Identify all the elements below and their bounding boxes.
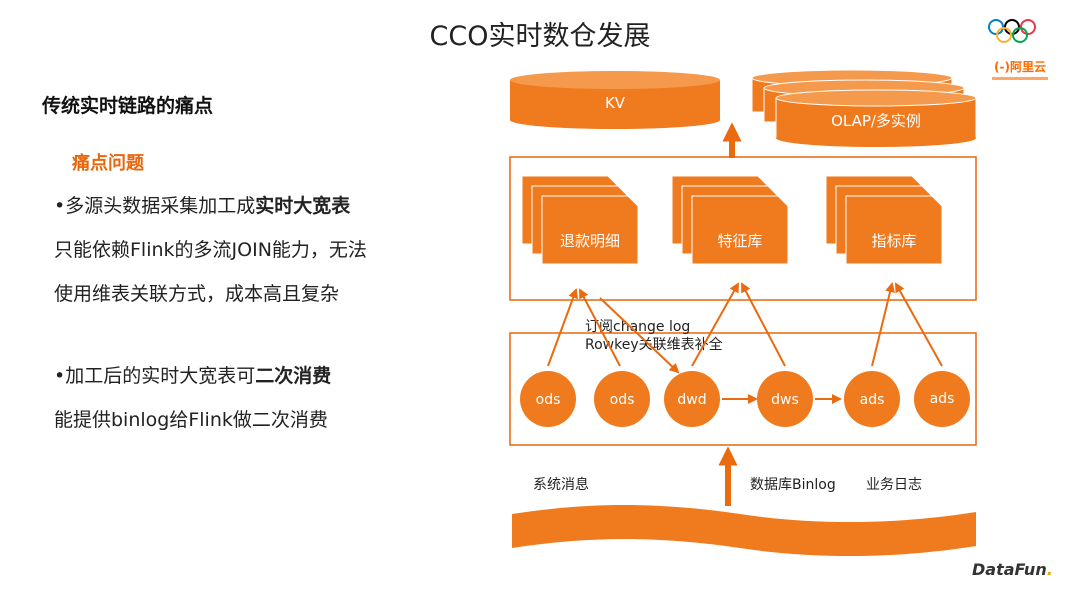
olap-cylinders bbox=[751, 69, 977, 147]
store-label-refund: 退款明细 bbox=[560, 232, 620, 250]
node-label: dws bbox=[771, 392, 799, 408]
flow-arrows bbox=[547, 282, 943, 404]
node-label: ods bbox=[536, 392, 561, 408]
section-heading: 传统实时链路的痛点 bbox=[42, 95, 214, 117]
store-label-feature: 特征库 bbox=[717, 232, 762, 250]
bullet-wide-table: •多源头数据采集加工成实时大宽表 只能依赖Flink的多流JOIN能力，无法 使… bbox=[54, 184, 367, 316]
annotation-line-1: 订阅change log bbox=[585, 319, 690, 335]
source-label-system-messages: 系统消息 bbox=[533, 476, 589, 493]
datafun-wordmark: DataFun bbox=[972, 560, 1047, 579]
source-label-db-binlog: 数据库Binlog bbox=[750, 477, 836, 493]
kv-label: KV bbox=[605, 94, 626, 112]
bullet-line: 能提供binlog给Flink做二次消费 bbox=[54, 409, 328, 431]
metric-store-stack bbox=[825, 175, 943, 265]
pain-points-title: 痛点问题 bbox=[72, 153, 144, 174]
pipeline-nodes bbox=[520, 371, 970, 427]
feature-store-stack bbox=[671, 175, 789, 265]
node-label: ads bbox=[930, 391, 955, 407]
bullet-line: 只能依赖Flink的多流JOIN能力，无法 bbox=[54, 239, 367, 261]
node-label: ads bbox=[860, 392, 885, 408]
datafun-dot: . bbox=[1046, 560, 1053, 579]
refund-detail-stack bbox=[521, 175, 639, 265]
bullet-prefix: •加工后的实时大宽表可 bbox=[54, 365, 256, 387]
bullet-prefix: •多源头数据采集加工成 bbox=[54, 195, 256, 217]
node-label: dwd bbox=[677, 392, 706, 408]
bullet-bold: 二次消费 bbox=[255, 365, 332, 387]
kv-cylinder bbox=[510, 71, 720, 129]
annotation-line-2: Rowkey关联维表补全 bbox=[585, 336, 723, 353]
node-label: ods bbox=[610, 392, 635, 408]
source-label-business-logs: 业务日志 bbox=[866, 477, 922, 493]
datafun-logo: DataFun. bbox=[972, 560, 1053, 579]
bullet-bold: 实时大宽表 bbox=[255, 195, 351, 217]
bullet-line: 使用维表关联方式，成本高且复杂 bbox=[54, 283, 340, 305]
alibaba-cloud-brand: (-)阿里云 bbox=[994, 60, 1046, 74]
store-label-metric: 指标库 bbox=[871, 232, 916, 250]
olympic-rings-icon bbox=[988, 19, 1036, 43]
slide-title: CCO实时数仓发展 bbox=[429, 21, 651, 52]
source-wave-banner bbox=[512, 505, 976, 557]
bullet-secondary-consume: •加工后的实时大宽表可二次消费 能提供binlog给Flink做二次消费 bbox=[54, 354, 331, 442]
bullet-line: •加工后的实时大宽表可二次消费 bbox=[54, 354, 331, 398]
olap-label: OLAP/多实例 bbox=[831, 112, 921, 130]
alibaba-cloud-logo: (-)阿里云 bbox=[990, 56, 1050, 84]
storage-layer-frame bbox=[509, 156, 977, 301]
alibaba-cloud-underline bbox=[992, 77, 1048, 80]
processing-layer-frame bbox=[509, 332, 977, 446]
bullet-line: •多源头数据采集加工成实时大宽表 bbox=[54, 184, 367, 228]
